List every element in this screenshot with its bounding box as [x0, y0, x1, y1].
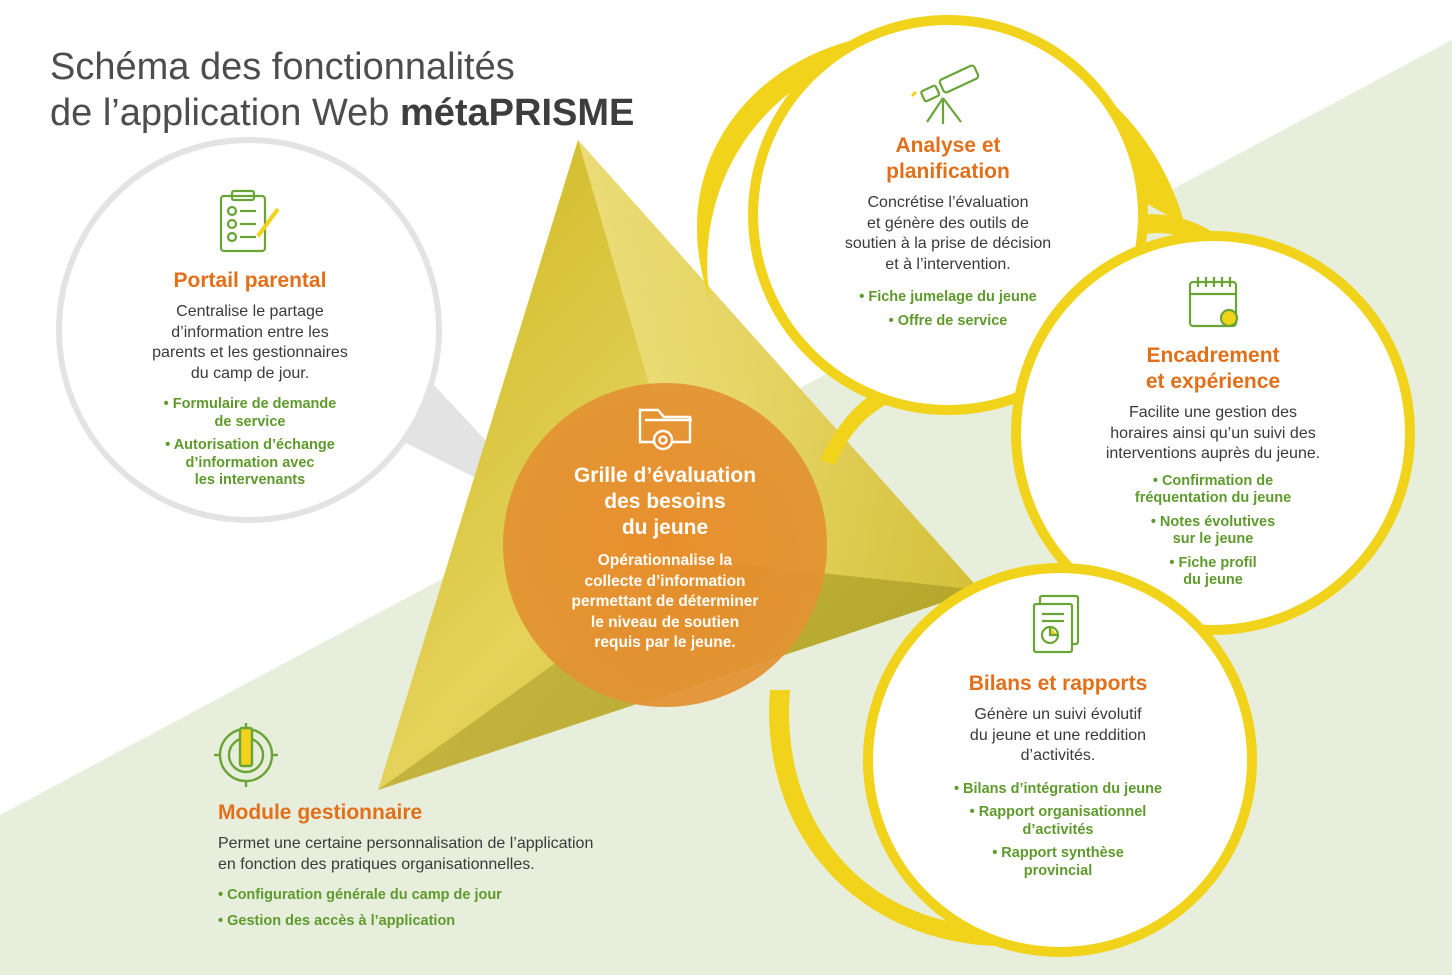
title-line-2-prefix: de l’application Web — [50, 92, 400, 134]
folder-gear-icon — [638, 408, 692, 451]
desc-line: Facilite une gestion des — [1128, 404, 1298, 421]
bilans-circle — [863, 563, 1257, 957]
analyse-circle — [748, 15, 1148, 415]
telescope-icon — [910, 64, 980, 124]
desc-line: horaires ainsi qu’un suivi des — [1110, 424, 1316, 442]
bullet-item: • Gestion des accès à l’application — [218, 912, 456, 929]
desc-line: d’activités. — [1020, 747, 1096, 764]
desc-line: Permet une certaine personnalisation de … — [218, 835, 594, 852]
bilans-bullets: • Bilans d’intégration du jeune • Rappor… — [908, 781, 1208, 881]
bilans-desc: Génère un suivi évolutif du jeune et une… — [908, 705, 1208, 767]
bullet-item: • Configuration générale du camp de jour — [218, 887, 502, 903]
desc-line: Concrétise l’évaluation — [867, 194, 1029, 211]
portail-parental-heading: Portail parental — [173, 269, 327, 292]
yellow-swoosh-bottom — [769, 690, 1150, 946]
bullet-item: • Offre de service — [888, 312, 1008, 329]
page-title: Schéma des fonctionnalités de l’applicat… — [50, 44, 634, 136]
title-line-1: Schéma des fonctionnalités — [50, 46, 515, 88]
desc-line: en fonction des pratiques organisationne… — [218, 855, 535, 873]
desc-line: Génère un suivi évolutif — [974, 706, 1142, 723]
desc-line: et génère des outils de — [867, 214, 1029, 232]
desc-line: soutien à la prise de décision — [844, 235, 1052, 252]
module-heading: Module gestionnaire — [218, 801, 423, 824]
encadrement-circle — [1011, 231, 1415, 635]
portail-parental-desc: Centralise le partage d’information entr… — [100, 302, 400, 384]
grille-desc: Opérationnalise la collecte d’informatio… — [530, 551, 800, 654]
desc-line: d’information entre les — [171, 323, 329, 341]
encadrement-desc: Facilite une gestion des horaires ainsi … — [1063, 403, 1363, 465]
desc-line: interventions auprès du jeune. — [1105, 445, 1321, 462]
bullet-item: • Bilans d’intégration du jeune — [953, 780, 1163, 797]
desc-line: Centralise le partage — [176, 303, 324, 320]
desc-line: du jeune et une reddition — [969, 726, 1147, 744]
analyse-bullets: • Fiche jumelage du jeune • Offre de ser… — [798, 289, 1098, 330]
desc-line: requis par le jeune. — [594, 634, 736, 651]
grille-circle — [503, 383, 827, 707]
module-block: Module gestionnaire Permet une certaine … — [218, 800, 758, 930]
desc-line: et à l’intervention. — [885, 255, 1011, 273]
desc-line: collecte d’information — [584, 572, 746, 590]
bullet-item: • Fiche jumelage du jeune — [859, 289, 1037, 305]
analyse-desc: Concrétise l’évaluation et génère des ou… — [798, 193, 1098, 275]
bilans-block: Bilans et rapports Génère un suivi évolu… — [908, 671, 1208, 880]
desc-line: du camp de jour. — [190, 364, 310, 382]
portail-parental-block: Portail parental Centralise le partage d… — [100, 268, 400, 490]
report-chart-icon — [1032, 594, 1080, 654]
calendar-icon — [1188, 277, 1239, 328]
gear-pencil-icon — [214, 723, 278, 787]
bilans-heading: Bilans et rapports — [968, 672, 1148, 695]
clipboard-checklist-icon — [219, 189, 280, 253]
desc-line: parents et les gestionnaires — [152, 344, 348, 361]
desc-line: permettant de déterminer — [571, 593, 759, 610]
module-desc: Permet une certaine personnalisation de … — [218, 834, 758, 875]
title-brand: métaPRISME — [399, 92, 635, 134]
module-bullets: • Configuration générale du camp de jour… — [218, 887, 758, 930]
desc-line: le niveau de soutien — [590, 613, 740, 631]
title-line-2: de l’application Web métaPRISME — [50, 90, 634, 136]
desc-line: Opérationnalise la — [597, 552, 733, 569]
portail-parental-circle — [56, 137, 442, 523]
